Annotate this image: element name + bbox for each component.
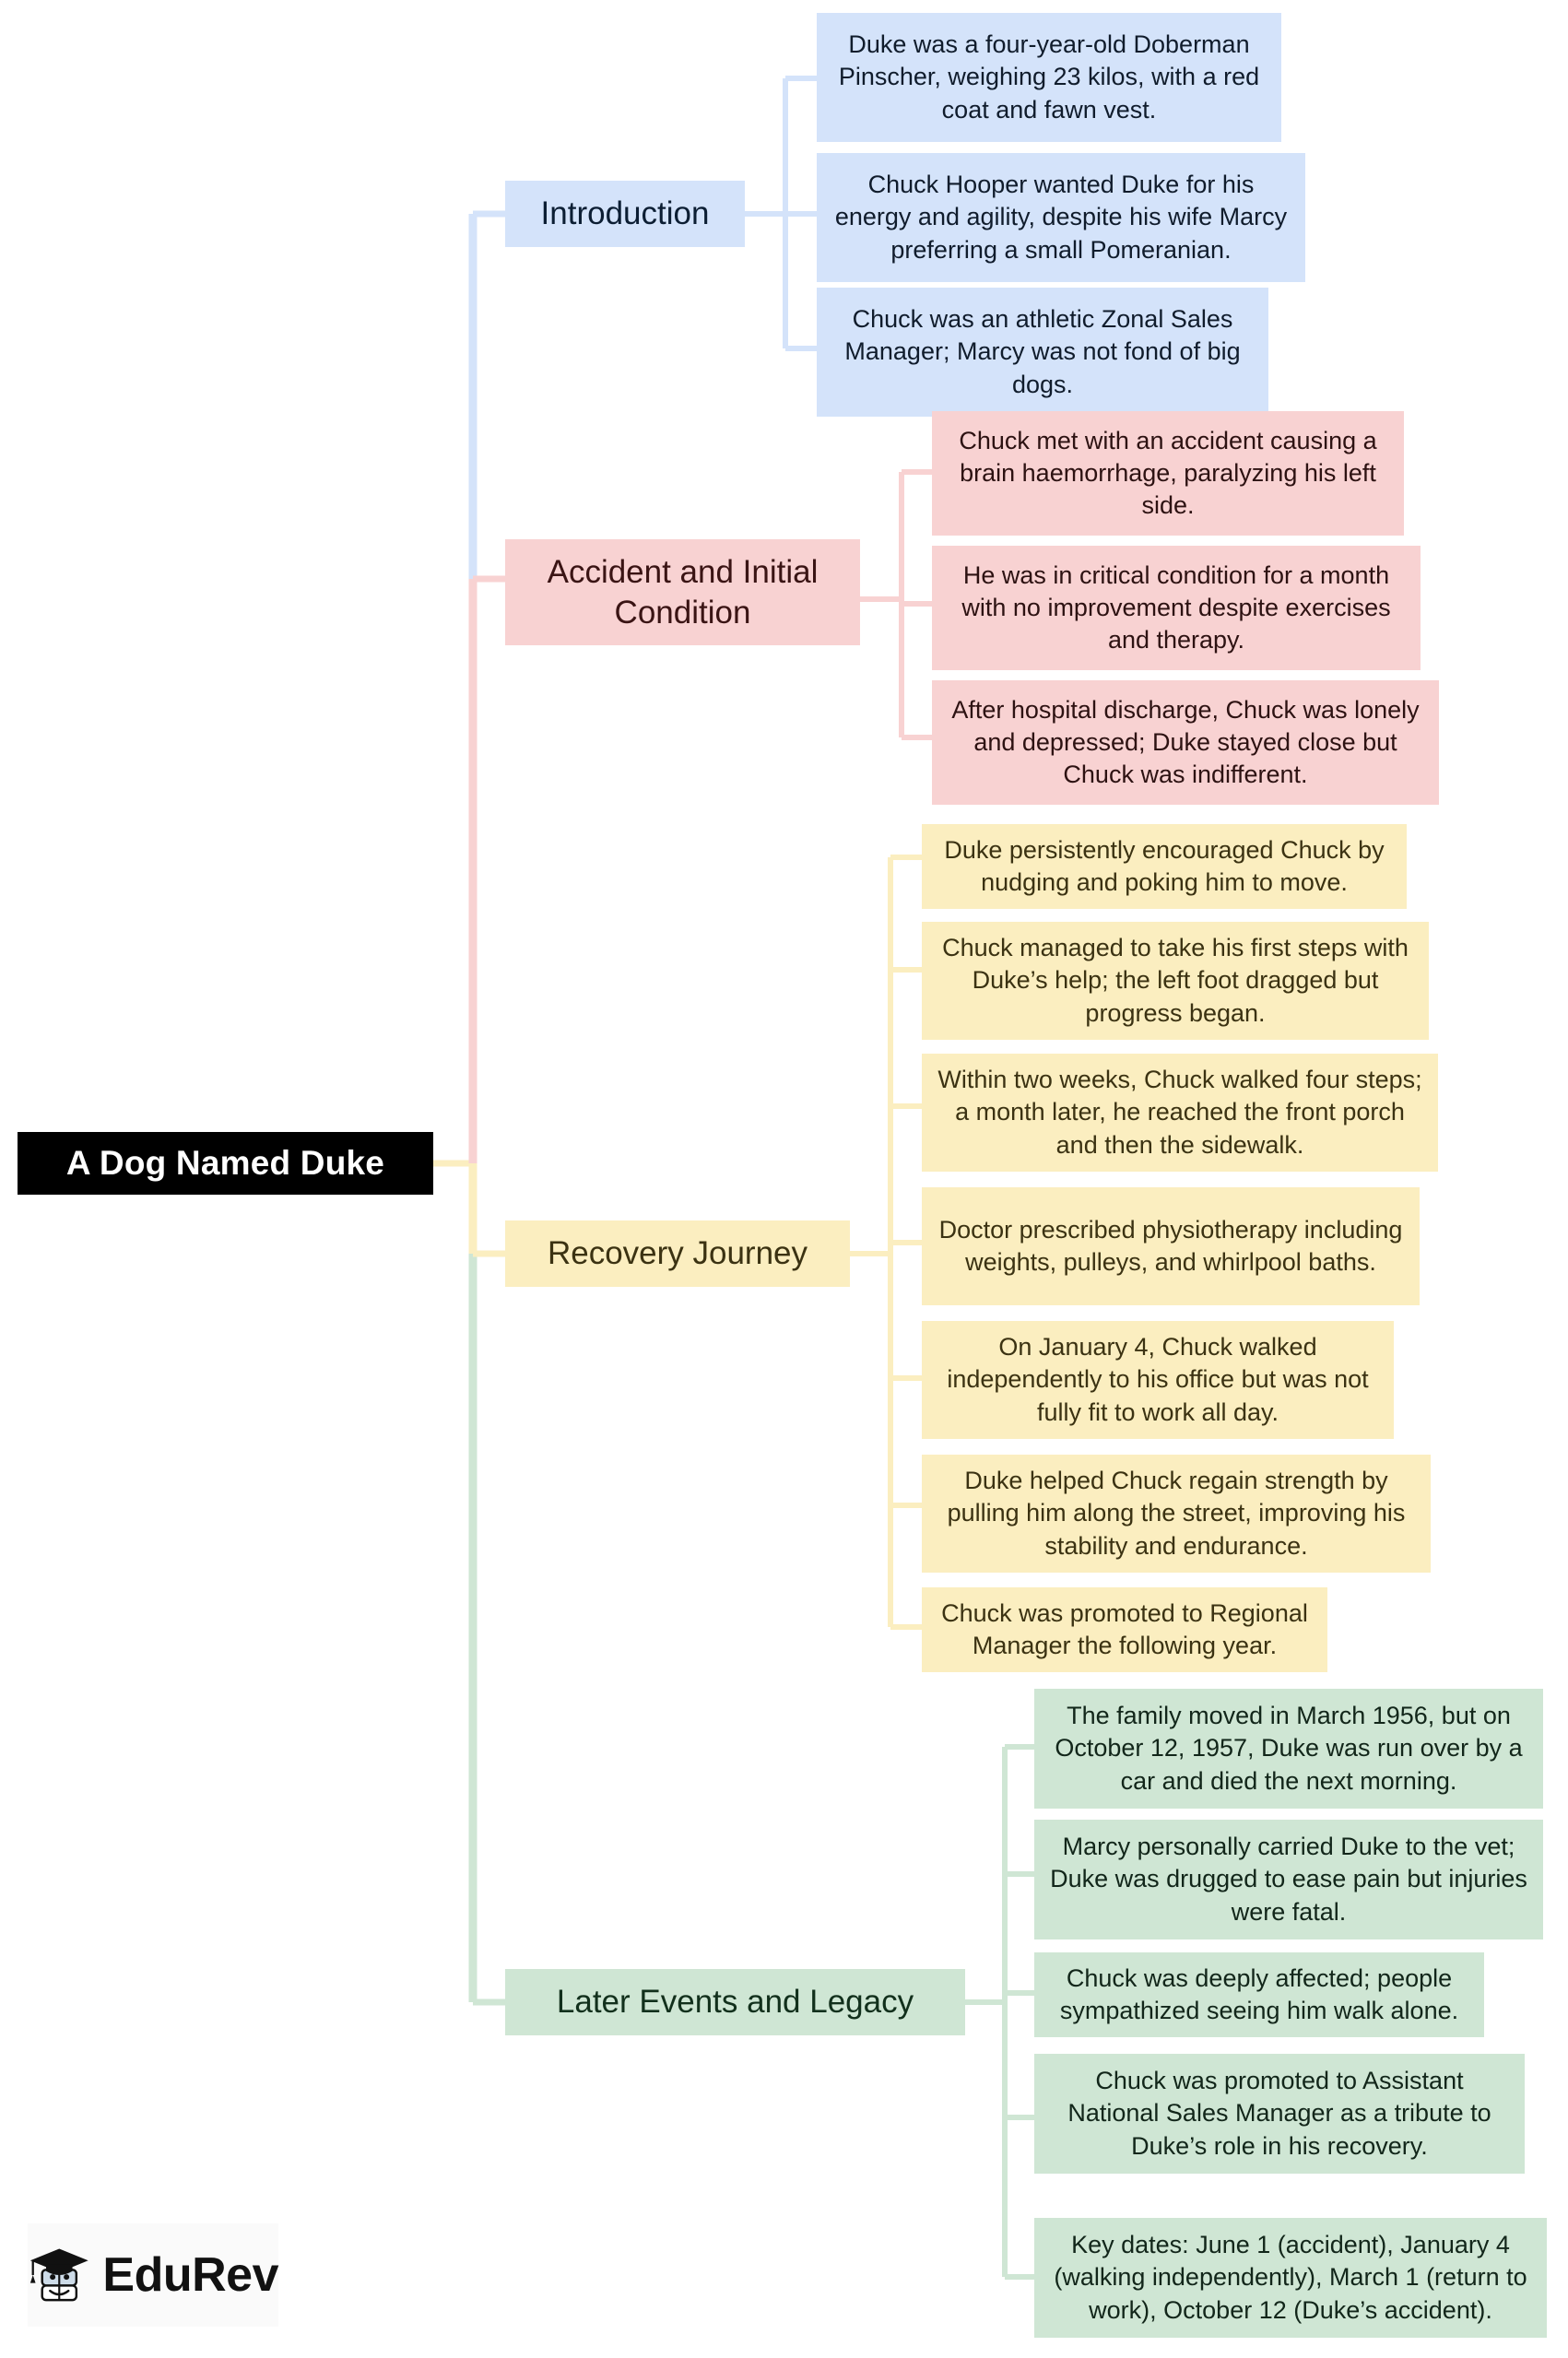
branch-node-recovery-journey[interactable]: Recovery Journey [505, 1220, 850, 1287]
leaf-text: Doctor prescribed physiotherapy includin… [938, 1215, 1403, 1276]
leaf-text: After hospital discharge, Chuck was lone… [951, 695, 1420, 789]
leaf-text: He was in critical condition for a month… [961, 560, 1391, 654]
branch-node-accident-and-initial-condition[interactable]: Accident and Initial Condition [505, 539, 860, 645]
leaf-text: Chuck met with an accident causing a bra… [959, 426, 1377, 520]
leaf-node[interactable]: Chuck was promoted to Regional Manager t… [922, 1587, 1327, 1672]
leaf-node[interactable]: The family moved in March 1956, but on O… [1034, 1689, 1543, 1809]
edurev-wordmark: EduRev [102, 2248, 278, 2302]
edurev-watermark: EduRev [28, 2223, 278, 2327]
branch-label-accident-and-initial-condition: Accident and Initial Condition [547, 554, 819, 631]
leaf-node[interactable]: He was in critical condition for a month… [932, 546, 1421, 670]
leaf-text: Duke was a four-year-old Doberman Pinsch… [838, 30, 1260, 124]
leaf-text: On January 4, Chuck walked independently… [947, 1333, 1369, 1426]
root-node-label: A Dog Named Duke [65, 1143, 385, 1182]
leaf-text: Chuck was an athletic Zonal Sales Manage… [844, 305, 1241, 398]
leaf-node[interactable]: On January 4, Chuck walked independently… [922, 1321, 1394, 1439]
root-node[interactable]: A Dog Named Duke [18, 1132, 433, 1195]
leaf-text: Duke persistently encouraged Chuck by nu… [944, 835, 1385, 896]
leaf-node[interactable]: Chuck managed to take his first steps wi… [922, 922, 1429, 1040]
leaf-text: The family moved in March 1956, but on O… [1055, 1702, 1523, 1795]
branch-label-later-events-and-legacy: Later Events and Legacy [556, 1984, 914, 2021]
leaf-text: Chuck was promoted to Assistant National… [1067, 2067, 1491, 2160]
leaf-node[interactable]: After hospital discharge, Chuck was lone… [932, 680, 1439, 805]
branch-node-later-events-and-legacy[interactable]: Later Events and Legacy [505, 1969, 965, 2035]
leaf-node[interactable]: Chuck was promoted to Assistant National… [1034, 2054, 1525, 2174]
leaf-text: Within two weeks, Chuck walked four step… [937, 1066, 1422, 1159]
graduation-cap-book-mascot-icon [29, 2248, 88, 2302]
leaf-node[interactable]: Within two weeks, Chuck walked four step… [922, 1054, 1438, 1172]
branch-label-recovery-journey: Recovery Journey [547, 1235, 808, 1272]
leaf-node[interactable]: Chuck was an athletic Zonal Sales Manage… [817, 288, 1268, 417]
leaf-node[interactable]: Chuck Hooper wanted Duke for his energy … [817, 153, 1305, 282]
leaf-node[interactable]: Chuck met with an accident causing a bra… [932, 411, 1404, 536]
leaf-text: Chuck managed to take his first steps wi… [942, 934, 1409, 1027]
leaf-node[interactable]: Doctor prescribed physiotherapy includin… [922, 1187, 1420, 1305]
branch-node-introduction[interactable]: Introduction [505, 181, 745, 247]
leaf-text: Chuck was promoted to Regional Manager t… [941, 1598, 1308, 1659]
leaf-node[interactable]: Key dates: June 1 (accident), January 4 … [1034, 2218, 1547, 2338]
leaf-text: Key dates: June 1 (accident), January 4 … [1054, 2231, 1527, 2324]
leaf-node[interactable]: Duke was a four-year-old Doberman Pinsch… [817, 13, 1281, 142]
leaf-text: Marcy personally carried Duke to the vet… [1050, 1833, 1527, 1926]
leaf-node[interactable]: Duke helped Chuck regain strength by pul… [922, 1455, 1431, 1573]
leaf-node[interactable]: Marcy personally carried Duke to the vet… [1034, 1820, 1543, 1939]
branch-label-introduction: Introduction [540, 195, 710, 232]
leaf-node[interactable]: Duke persistently encouraged Chuck by nu… [922, 824, 1407, 909]
leaf-text: Chuck Hooper wanted Duke for his energy … [834, 171, 1288, 264]
leaf-text: Chuck was deeply affected; people sympat… [1059, 1963, 1459, 2024]
leaf-node[interactable]: Chuck was deeply affected; people sympat… [1034, 1952, 1484, 2037]
leaf-text: Duke helped Chuck regain strength by pul… [947, 1467, 1406, 1560]
